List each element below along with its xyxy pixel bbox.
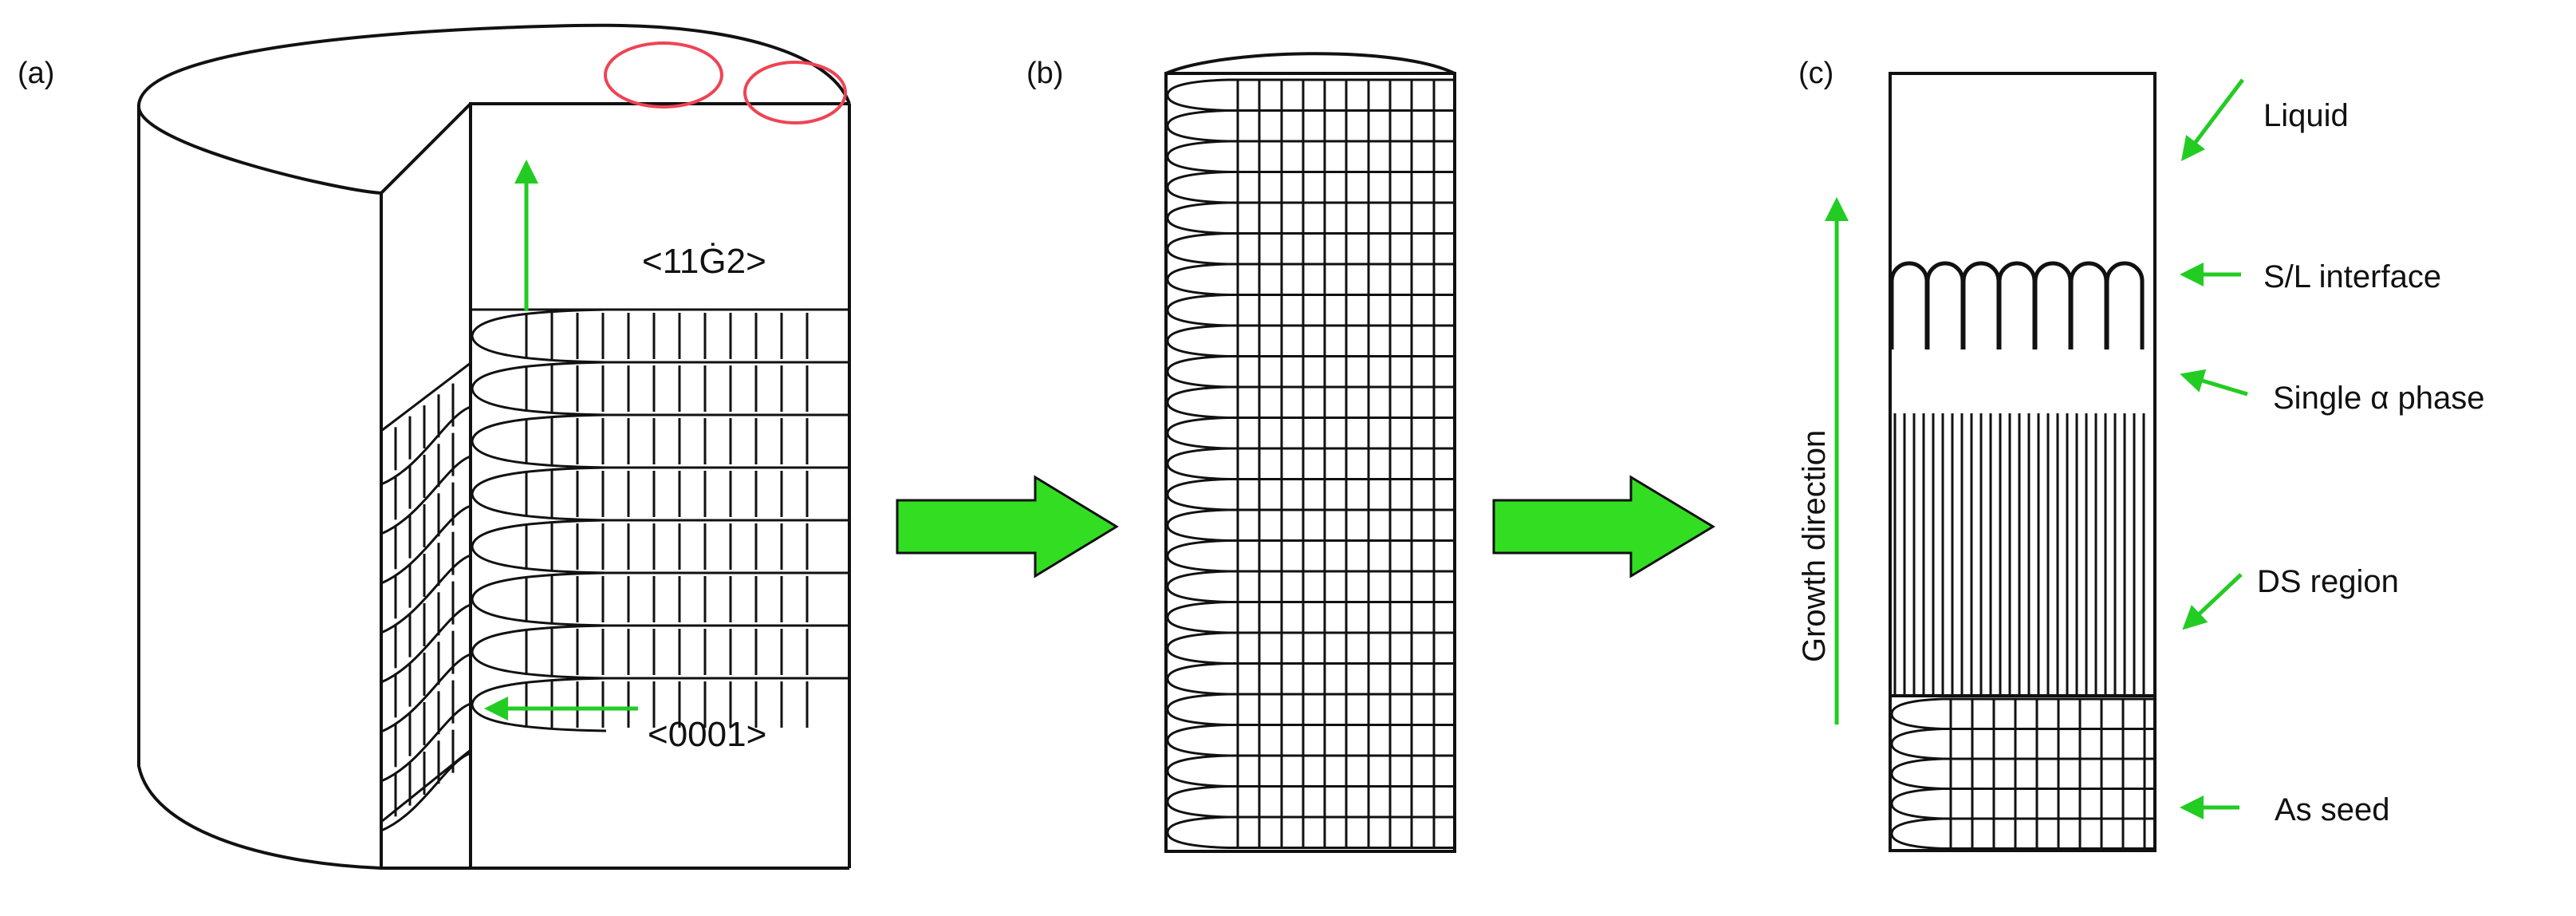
as-seed-label: As seed (2275, 792, 2390, 827)
interface-cell (2069, 261, 2109, 349)
lamella (1166, 693, 1455, 726)
grain-ellipse (604, 41, 723, 109)
interface-cell (2033, 261, 2073, 349)
lamella (1166, 417, 1455, 450)
lamella (1166, 385, 1455, 419)
sl-interface-label: S/L interface (2263, 259, 2441, 294)
lamella (1166, 232, 1455, 266)
lamella (471, 413, 849, 469)
panel-a-label: (a) (18, 57, 54, 90)
ds-region-label: DS region (2257, 564, 2399, 599)
lamella (1166, 447, 1455, 480)
lamella (1890, 728, 2155, 760)
side-face-lamellae (380, 361, 471, 832)
lamella (1166, 539, 1455, 573)
interface-cell (2105, 261, 2145, 349)
lamella (1166, 140, 1455, 173)
lamella (471, 519, 849, 574)
lamella (1166, 785, 1455, 819)
lamella (1166, 294, 1455, 327)
lamella (1166, 724, 1455, 757)
ds-region-pointer-arrow (2182, 573, 2243, 630)
lamella (1166, 662, 1455, 696)
lamella (1890, 817, 2155, 850)
single-alpha-pointer-arrow (2180, 369, 2248, 397)
side-lamella (380, 752, 471, 832)
lamella (1166, 201, 1455, 235)
grain-ellipse (743, 61, 847, 124)
lamella (1890, 757, 2155, 790)
exposed-face-lamellae (471, 308, 849, 732)
lamella (1166, 171, 1455, 204)
lamella (1890, 697, 2155, 730)
panel-b-label: (b) (1026, 57, 1063, 90)
interface-cell (1961, 261, 2001, 349)
lamella (471, 466, 849, 522)
interface-cell (1889, 261, 1929, 349)
interface-cell (1925, 261, 1965, 349)
growth-direction-label: Growth direction (1797, 430, 1832, 662)
process-arrow (1492, 475, 1715, 578)
sl-interface-cells (1889, 261, 2145, 349)
lamella (471, 361, 849, 417)
lamella (1166, 109, 1455, 143)
cross-section-frame (1164, 72, 1456, 853)
ds-region-lines (1893, 413, 2145, 696)
lamella (1166, 78, 1455, 112)
lamella (1166, 754, 1455, 788)
cylinder-body (136, 23, 851, 870)
process-arrow (896, 475, 1119, 578)
panel-a: (a) <11Ġ2> <0001> (18, 23, 851, 870)
panel-c-label: (c) (1798, 57, 1834, 90)
lamella (471, 677, 849, 732)
lamella (471, 624, 849, 680)
panel-c: (c) Growth direction Liquid S/L interfac… (1797, 57, 2485, 852)
lamella (1166, 324, 1455, 357)
interface-cell (1997, 261, 2037, 349)
lamella (1166, 631, 1455, 665)
sample-rod (1889, 72, 2157, 852)
lamella (1166, 815, 1455, 849)
lamella (471, 308, 849, 364)
lamellar-structure (1166, 78, 1455, 849)
direction-label-0001: <0001> (648, 715, 766, 754)
cylinder-top-cap (1165, 52, 1455, 75)
lamella (1166, 508, 1455, 542)
lamella (1166, 263, 1455, 296)
lamella (1166, 355, 1455, 389)
seed-lamellae (1890, 697, 2155, 850)
lamella (1166, 478, 1455, 511)
direction-label-11-20: <11Ġ2> (642, 242, 766, 281)
panel-b: (b) (1026, 52, 1456, 853)
lamella (1890, 788, 2155, 820)
lamella (471, 571, 849, 627)
liquid-pointer-arrow (2180, 78, 2244, 161)
single-alpha-label: Single α phase (2273, 381, 2485, 416)
lamella (1166, 601, 1455, 634)
lamella (1166, 570, 1455, 603)
liquid-label: Liquid (2263, 98, 2349, 133)
